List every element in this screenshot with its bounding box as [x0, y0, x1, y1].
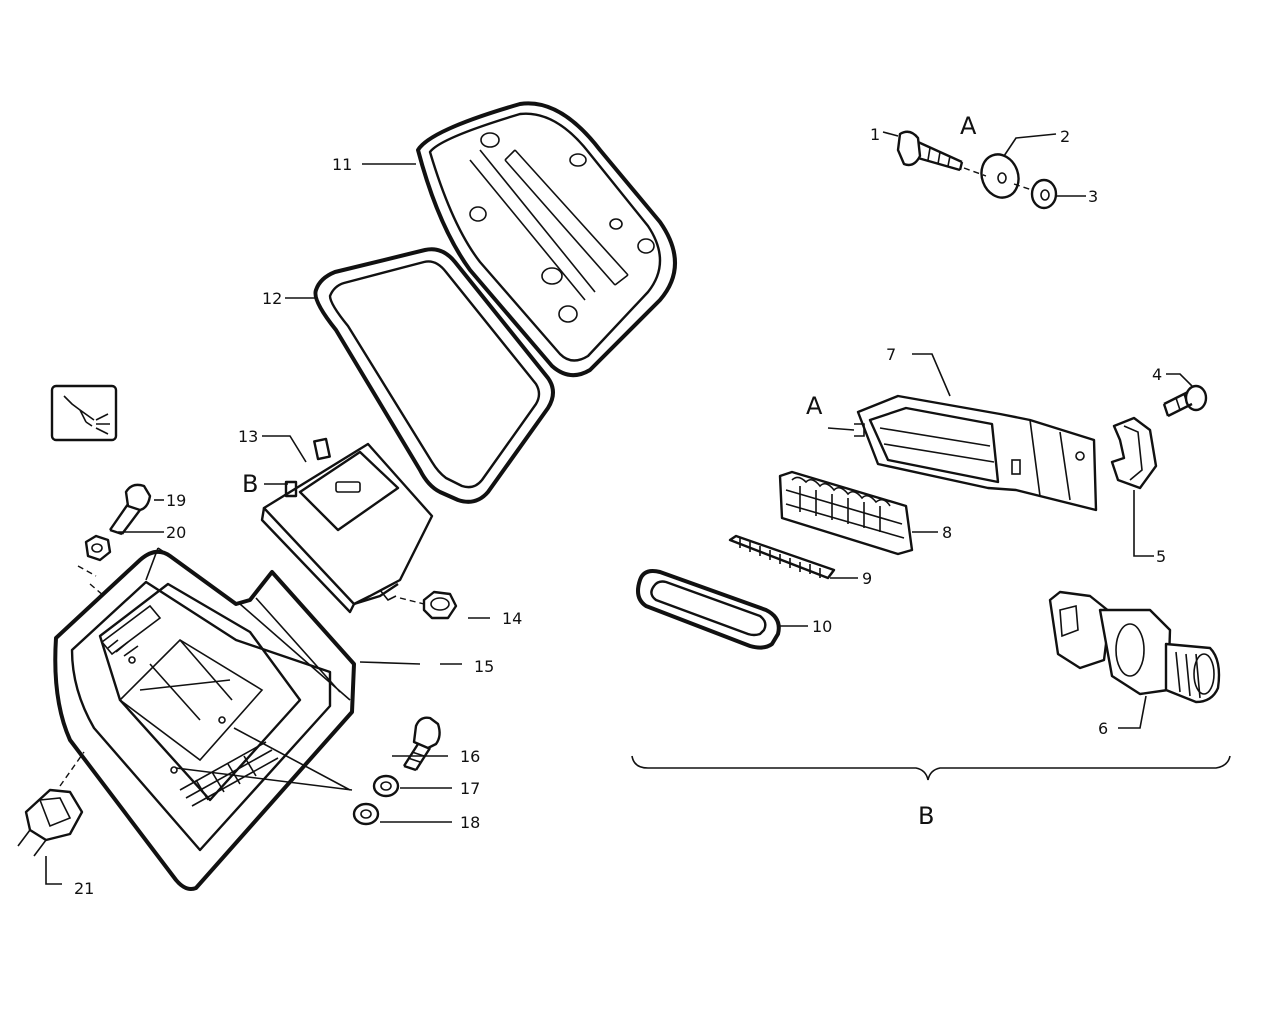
part-19-bolt: [109, 483, 152, 536]
part-15-tray: [53, 547, 356, 891]
callout-5: 5: [1156, 547, 1166, 566]
part-2-washer: [980, 153, 1020, 199]
part-12-gasket: [313, 247, 555, 504]
callout-4: 4: [1152, 365, 1162, 384]
ref-b-module: B: [242, 470, 258, 498]
part-13-control-module: [260, 437, 434, 614]
connector-symbol-icon: [50, 384, 118, 442]
reference-letters: A A B B: [242, 112, 977, 830]
callout-1: 1: [870, 125, 880, 144]
callout-21: 21: [74, 879, 94, 898]
callout-3: 3: [1088, 187, 1098, 206]
callout-7: 7: [886, 345, 896, 364]
callout-14: 14: [502, 609, 522, 628]
callout-19: 19: [166, 491, 186, 510]
callout-numbers: 1 2 3 4 5 6 7 8 9 10 11 12 13 14 15 16 1…: [74, 125, 1166, 898]
part-20-nut: [84, 534, 112, 562]
part-1-screw: [896, 130, 964, 172]
callout-11: 11: [332, 155, 352, 174]
part-14-nut: [399, 590, 458, 620]
callout-20: 20: [166, 523, 186, 542]
part-16-bolt: [402, 716, 441, 772]
callout-16: 16: [460, 747, 480, 766]
callout-15: 15: [474, 657, 494, 676]
callout-2: 2: [1060, 127, 1070, 146]
part-6-sensor: [1048, 590, 1221, 704]
callout-6: 6: [1098, 719, 1108, 738]
part-5-clip: [1110, 416, 1158, 490]
part-9-pin-strip: [728, 534, 836, 580]
detail-a-axis: [963, 167, 1033, 191]
callout-9: 9: [862, 569, 872, 588]
part-21-clip: [17, 751, 85, 857]
leader-lines: [45, 131, 1193, 885]
callout-17: 17: [460, 779, 480, 798]
ref-b-bracket: B: [918, 802, 934, 830]
ref-a-top: A: [960, 112, 977, 140]
bracket-b: [631, 755, 1231, 781]
callout-12: 12: [262, 289, 282, 308]
part-11-cover: [416, 101, 677, 378]
part-8-terminal-block: [778, 470, 914, 556]
part-3-washer: [1030, 178, 1058, 210]
callout-13: 13: [238, 427, 258, 446]
part-7-connector-housing: [854, 394, 1098, 512]
part-4-screw: [1162, 384, 1208, 418]
part-10-seal: [636, 569, 781, 650]
callout-10: 10: [812, 617, 832, 636]
callout-18: 18: [460, 813, 480, 832]
fastener-leader-lines: [175, 727, 353, 791]
part-20-leader: [77, 565, 105, 597]
part-17-washer: [372, 774, 400, 798]
callout-8: 8: [942, 523, 952, 542]
part-18-washer: [352, 802, 380, 826]
ref-a-connector: A: [806, 392, 823, 420]
